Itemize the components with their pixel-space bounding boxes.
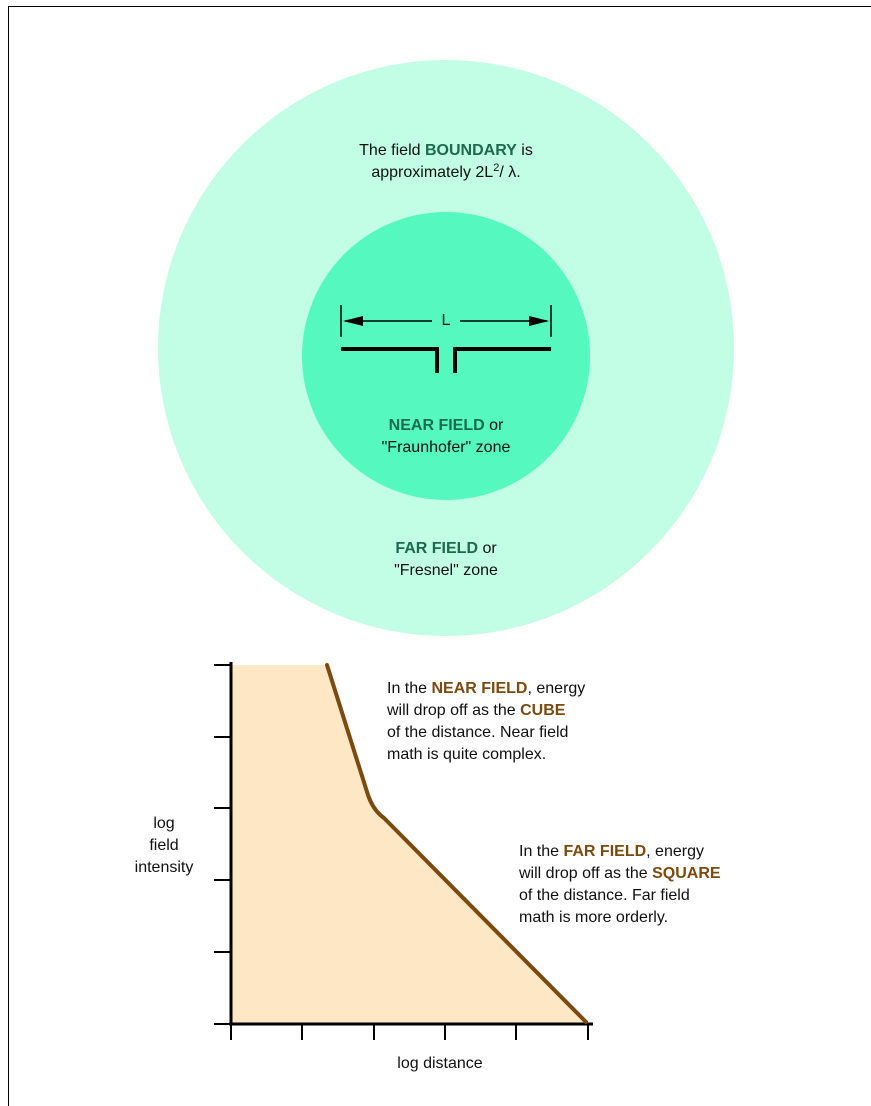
near-note-line-4: math is quite complex. — [387, 746, 547, 763]
y-axis-label-line-2: field — [149, 837, 179, 854]
far-note-line-1: In the FAR FIELD, energy — [519, 841, 779, 863]
near-note-suffix: , energy — [527, 680, 586, 697]
near-field-zone: "Fraunhofer" zone — [381, 439, 511, 456]
intensity-curve — [325, 663, 588, 1024]
boundary-suffix: is — [516, 142, 533, 159]
x-axis-ticks — [230, 1024, 589, 1040]
length-label: L — [441, 312, 451, 329]
near-field-keyword: NEAR FIELD — [388, 417, 485, 434]
boundary-line-2: approximately 2L2/ λ. — [286, 162, 606, 184]
near-field-note: In the NEAR FIELD, energy will drop off … — [387, 678, 647, 766]
far-field-suffix: or — [478, 540, 497, 557]
far-note-suffix: , energy — [646, 843, 704, 860]
near-field-circle — [302, 212, 590, 500]
near-note-prefix: In the — [387, 680, 432, 697]
boundary-prefix: The field — [359, 142, 425, 159]
far-note-line-2-prefix: will drop off as the — [519, 865, 653, 882]
far-field-keyword: FAR FIELD — [395, 540, 478, 557]
graph-axes — [229, 662, 593, 1026]
near-note-line-1: In the NEAR FIELD, energy — [387, 678, 647, 700]
far-note-keyword: FAR FIELD — [563, 843, 647, 860]
near-field-line-1: NEAR FIELD or — [330, 415, 562, 437]
boundary-line-1: The field BOUNDARY is — [286, 140, 606, 162]
near-note-cube: CUBE — [520, 702, 566, 719]
far-field-zone: "Fresnel" zone — [394, 562, 498, 579]
boundary-formula-suffix: / λ. — [499, 164, 521, 181]
near-field-suffix: or — [484, 417, 504, 434]
boundary-text: The field BOUNDARY is approximately 2L2/… — [286, 140, 606, 184]
boundary-formula-exponent: 2 — [493, 162, 500, 174]
far-field-label: FAR FIELD or "Fresnel" zone — [330, 538, 562, 582]
far-note-square: SQUARE — [652, 865, 721, 882]
page-frame — [8, 6, 871, 1106]
dipole-antenna — [341, 347, 551, 373]
near-note-line-2: will drop off as the CUBE — [387, 700, 647, 722]
far-note-prefix: In the — [519, 843, 564, 860]
y-axis-label-line-3: intensity — [134, 859, 194, 876]
boundary-keyword: BOUNDARY — [424, 142, 517, 159]
far-field-line-1: FAR FIELD or — [330, 538, 562, 560]
y-axis-label-line-1: log — [153, 815, 175, 832]
right-arrow-icon — [529, 316, 549, 326]
near-note-keyword: NEAR FIELD — [431, 680, 528, 697]
near-note-line-2-prefix: will drop off as the — [387, 702, 521, 719]
near-note-line-3: of the distance. Near field — [387, 724, 569, 741]
x-axis-label: log distance — [397, 1055, 483, 1072]
far-note-line-4: math is more orderly. — [519, 909, 669, 926]
near-field-label: NEAR FIELD or "Fraunhofer" zone — [330, 415, 562, 459]
far-field-note: In the FAR FIELD, energy will drop off a… — [519, 841, 779, 929]
far-note-line-3: of the distance. Far field — [519, 887, 690, 904]
y-axis-label: log field intensity — [120, 813, 208, 879]
left-arrow-icon — [343, 316, 363, 326]
boundary-formula-prefix: approximately 2L — [371, 164, 494, 181]
y-axis-ticks — [214, 664, 231, 1025]
far-note-line-2: will drop off as the SQUARE — [519, 863, 779, 885]
